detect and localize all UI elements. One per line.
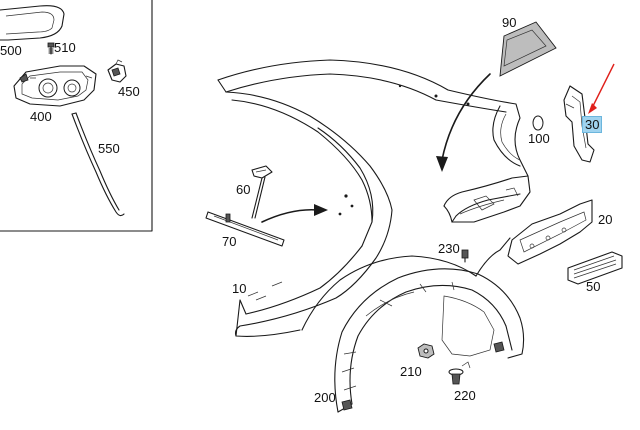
arrow-70-to-body — [261, 204, 328, 223]
part-550-drain-hose — [71, 112, 125, 217]
label-200: 200 — [314, 390, 336, 405]
label-220: 220 — [454, 388, 476, 403]
label-210: 210 — [400, 364, 422, 379]
arrow-90-to-body — [436, 73, 491, 172]
label-30-highlighted[interactable]: 30 — [582, 116, 603, 133]
part-400-filler-housing — [13, 65, 97, 107]
part-230-pin — [461, 249, 469, 263]
label-50: 50 — [586, 279, 601, 294]
part-60-clip — [251, 165, 273, 219]
part-510-screw — [47, 42, 55, 55]
part-50-vent — [567, 251, 623, 285]
part-100-grommet — [532, 115, 544, 131]
label-20: 20 — [598, 212, 613, 227]
part-20-rear-member — [507, 199, 593, 265]
part-10-side-panel — [217, 59, 531, 337]
part-500-fuel-door — [0, 5, 65, 41]
label-550: 550 — [98, 141, 120, 156]
label-450: 450 — [118, 84, 140, 99]
part-30-bracket — [563, 85, 595, 163]
inset-box — [0, 0, 153, 232]
label-230: 230 — [438, 241, 460, 256]
part-210-nut — [417, 343, 435, 359]
part-90-window-glass — [499, 21, 557, 77]
label-500: 500 — [0, 43, 22, 58]
label-70: 70 — [222, 234, 237, 249]
part-450-clip — [107, 59, 127, 83]
label-10: 10 — [232, 281, 247, 296]
label-510: 510 — [54, 40, 76, 55]
part-200-wheel-liner — [334, 268, 525, 413]
label-60: 60 — [236, 182, 251, 197]
part-70-trim-strip — [205, 211, 285, 247]
label-100: 100 — [528, 131, 550, 146]
label-90: 90 — [502, 15, 517, 30]
red-pointer-arrow — [588, 63, 615, 114]
part-220-clip — [448, 361, 471, 385]
label-400: 400 — [30, 109, 52, 124]
